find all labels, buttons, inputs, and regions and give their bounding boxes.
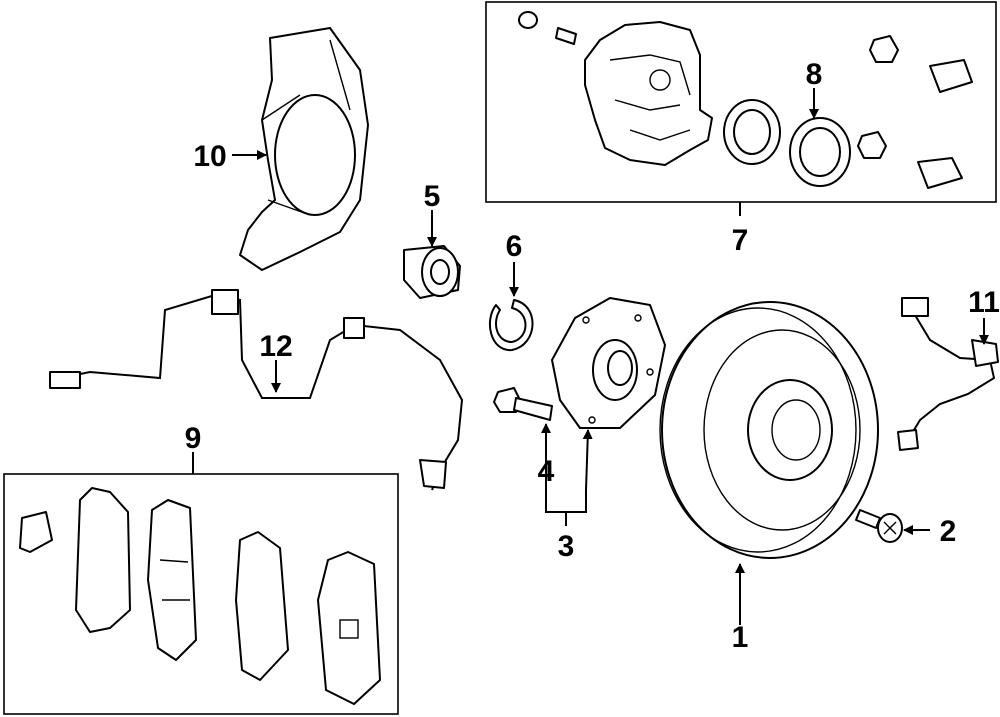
callout-9: 9 xyxy=(185,422,202,455)
wheel-bearing xyxy=(403,245,461,299)
guide-pin-caps xyxy=(857,35,899,159)
callout-1: 1 xyxy=(732,621,749,654)
callout-10: 10 xyxy=(193,140,226,173)
callout-4: 4 xyxy=(538,455,555,488)
callout-2: 2 xyxy=(940,515,957,548)
leader-3-hub xyxy=(582,429,593,491)
callout-6: 6 xyxy=(506,230,523,263)
piston-boot xyxy=(789,117,851,187)
callout-numbers: 1 2 3 4 5 6 7 8 9 10 11 12 xyxy=(185,58,1000,654)
hub-bolt xyxy=(493,387,553,421)
guide-pins xyxy=(917,59,973,189)
leader-3-bracket xyxy=(545,490,587,513)
wheel-hub xyxy=(551,297,666,429)
pad-kit-clip xyxy=(19,511,53,553)
rotor-screw xyxy=(855,509,903,543)
callout-7: 7 xyxy=(732,224,749,257)
brake-rotor xyxy=(659,301,879,559)
callout-8: 8 xyxy=(806,58,823,91)
splash-shield xyxy=(239,27,369,271)
brake-caliper xyxy=(584,21,713,166)
brake-pads xyxy=(75,487,381,705)
abs-sensor xyxy=(49,289,464,491)
brake-pad-frame xyxy=(3,473,399,715)
callout-12: 12 xyxy=(259,330,292,363)
bleeder-screw xyxy=(518,11,577,45)
piston-seal xyxy=(723,99,781,165)
leader-lines xyxy=(192,88,989,625)
snap-ring xyxy=(488,299,534,352)
callout-11: 11 xyxy=(968,286,1000,319)
callout-3: 3 xyxy=(558,530,575,563)
callout-5: 5 xyxy=(424,180,441,213)
